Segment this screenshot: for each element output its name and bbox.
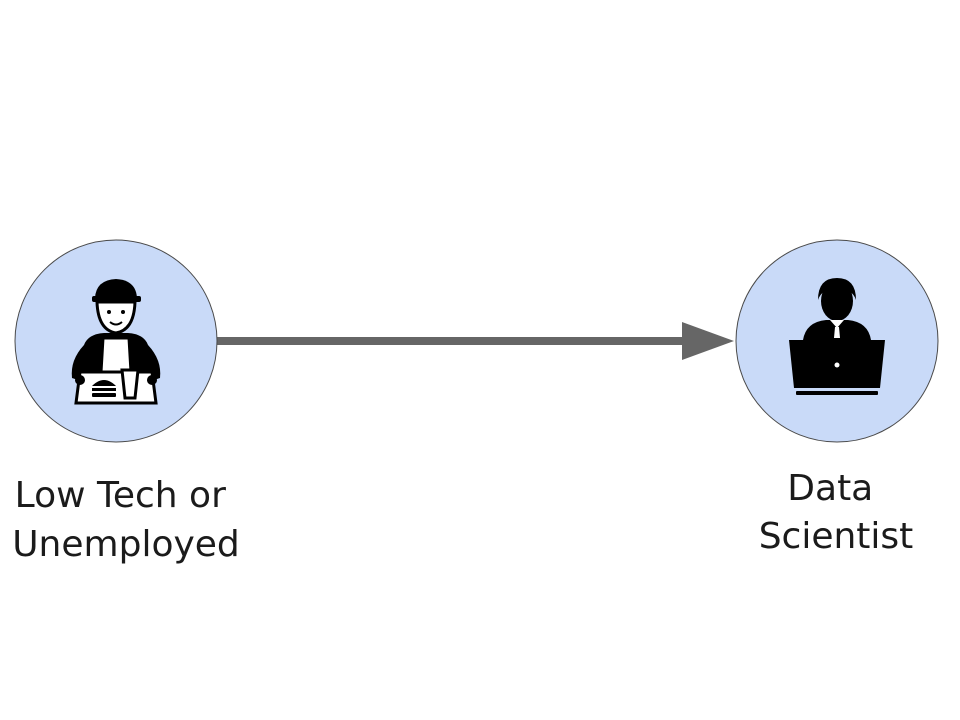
node-low-tech-label-line-1: Low Tech or — [15, 475, 226, 516]
arrow-head — [682, 322, 734, 360]
node-data-scientist-label: Data Scientist — [759, 468, 914, 557]
node-data-scientist-label-line-1: Data — [787, 468, 873, 509]
node-low-tech-label-line-2: Unemployed — [12, 524, 240, 565]
node-data-scientist-label-line-2: Scientist — [759, 516, 914, 557]
node-low-tech: Low Tech or Unemployed — [12, 239, 240, 565]
node-low-tech-label: Low Tech or Unemployed — [12, 475, 240, 565]
person-at-laptop-icon — [789, 278, 885, 395]
node-data-scientist: Data Scientist — [735, 239, 939, 557]
transition-arrow — [217, 322, 734, 360]
fast-food-worker-icon — [71, 279, 161, 405]
